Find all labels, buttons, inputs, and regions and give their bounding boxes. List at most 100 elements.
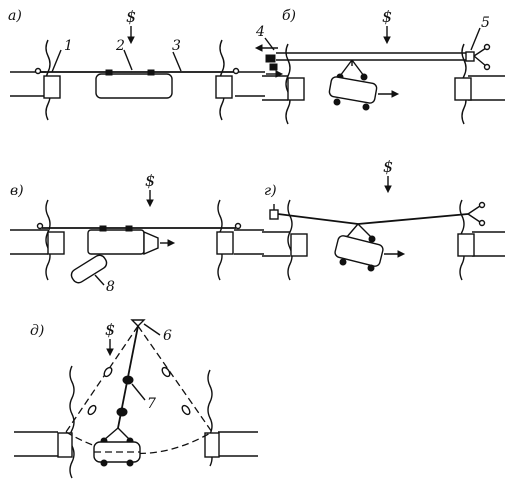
panel-b-pull-arrow-top-head (254, 44, 263, 52)
panel-b: б) $ 4 5 (254, 7, 505, 125)
panel-v-column-right (216, 231, 234, 255)
panel-d-ring-2 (87, 404, 97, 416)
panel-b-symbol: $ (382, 7, 392, 26)
panel-d-block-lower (116, 407, 128, 417)
panel-a: а) $ 1 2 3 (8, 7, 265, 121)
panel-v-load-element (87, 229, 145, 255)
panel-v-column-left (47, 231, 65, 255)
panel-v: в) $ 8 (10, 171, 264, 295)
panel-d-wall-right (218, 431, 258, 457)
panel-b-tie-ring-bottom (483, 63, 491, 71)
panel-g-tie-ring-bottom (478, 219, 486, 227)
panel-a-label: а) (8, 8, 22, 24)
panel-b-wall-left (262, 75, 288, 101)
panel-d-arrow-head (106, 348, 114, 357)
panel-v-clamp-left (99, 225, 107, 232)
panel-b-callout-4: 4 (255, 24, 265, 40)
panel-b-column-right (454, 77, 472, 101)
panel-d-wheel-left (100, 459, 108, 467)
panel-v-wall-left (10, 229, 48, 255)
panel-a-leader-1 (51, 49, 62, 73)
panel-g-label: г) (264, 183, 277, 199)
panel-a-column-right (215, 75, 233, 99)
panel-v-symbol: $ (145, 171, 155, 190)
panel-d-ring-1 (103, 366, 113, 378)
panel-d-sling (103, 427, 131, 441)
panel-b-sling-knot-right (360, 73, 368, 81)
panel-b-tie-ring-top (483, 43, 491, 51)
panel-d-callout-7: 7 (147, 396, 156, 412)
panel-g-wall-left (262, 231, 290, 257)
panel-b-anchor-5 (465, 51, 475, 62)
panel-d-label: д) (30, 323, 44, 339)
panel-g-cable (277, 213, 469, 225)
panel-v-anchor-right (234, 222, 242, 230)
panel-v-motion-arrow-head (167, 239, 176, 247)
panel-a-wall-left (10, 71, 46, 97)
panel-g-wheel-right (367, 264, 375, 272)
panel-v-callout-8: 8 (106, 279, 115, 295)
panel-d-leader-6 (143, 323, 161, 336)
panel-d-symbol: $ (105, 320, 115, 339)
panel-v-label: в) (10, 183, 24, 199)
panel-a-clamp-right (147, 69, 155, 76)
panel-d-callout-6: 6 (163, 328, 172, 344)
panel-b-sling (339, 59, 365, 77)
panel-g-motion-arrow-head (397, 250, 406, 258)
panel-b-callout-5: 5 (481, 15, 490, 31)
panel-g-load-element (334, 235, 384, 267)
panel-a-symbol: $ (126, 7, 136, 26)
panel-v-arrow-head (146, 199, 154, 208)
panel-v-wall-line-left (45, 199, 51, 281)
panel-a-clamp-left (105, 69, 113, 76)
panel-b-wheel-left (333, 98, 341, 106)
panel-b-column-left (287, 77, 305, 101)
panel-v-wall-right (234, 229, 264, 255)
panel-b-leader-5 (470, 27, 481, 51)
panel-a-arrow-head (127, 36, 135, 45)
panel-b-label: б) (282, 8, 296, 24)
panel-a-leader-2 (123, 49, 133, 71)
panel-a-load-element (95, 73, 173, 99)
panel-b-wall-line-left (285, 43, 291, 125)
panel-d-wall-left (14, 431, 58, 457)
panel-g-winch (269, 209, 279, 220)
panel-g-wall-right (472, 231, 505, 257)
panel-d-wall-line-left (69, 365, 75, 479)
panel-a-callout-2: 2 (115, 38, 125, 54)
panel-v-anchor-left (36, 222, 44, 230)
panel-b-winch-bottom (269, 63, 278, 71)
panel-v-leader-8 (94, 274, 105, 286)
panel-a-wall-right (235, 71, 265, 97)
panel-g-symbol: $ (383, 157, 393, 176)
panel-v-load-nose (143, 230, 159, 256)
panel-d-column-left (57, 432, 73, 458)
panel-b-anchor-ties (473, 47, 487, 67)
panel-d-mast-top (130, 319, 146, 327)
panel-a-column-left (43, 75, 61, 99)
panel-b-leader-4 (264, 37, 275, 51)
panel-d-ring-4 (181, 404, 191, 416)
panel-b-wall-right (468, 75, 505, 101)
panel-g-arrow-head (384, 185, 392, 194)
panel-b-wheel-right (362, 103, 370, 111)
panel-a-callout-1: 1 (64, 38, 73, 54)
panel-d-guy-right (137, 325, 213, 433)
panel-v-roller-8 (70, 254, 108, 284)
panel-b-motion-arrow-head (391, 90, 400, 98)
panel-d-ring-3 (161, 366, 171, 378)
panel-d-leader-7 (131, 383, 146, 401)
panel-a-anchor-left (34, 67, 42, 75)
panel-d-column-right (204, 432, 220, 458)
panel-d-swing-arc (65, 431, 213, 455)
panel-g-anchor-ties (467, 205, 481, 223)
panel-b-winch-top (265, 54, 276, 63)
panel-g-tie-ring-top (478, 201, 486, 209)
panel-v-clamp-right (125, 225, 133, 232)
panel-a-anchor-right (232, 67, 240, 75)
panel-g-column-right (457, 233, 475, 257)
panel-d-block-upper (122, 375, 134, 385)
panel-g: г) $ (262, 157, 505, 281)
